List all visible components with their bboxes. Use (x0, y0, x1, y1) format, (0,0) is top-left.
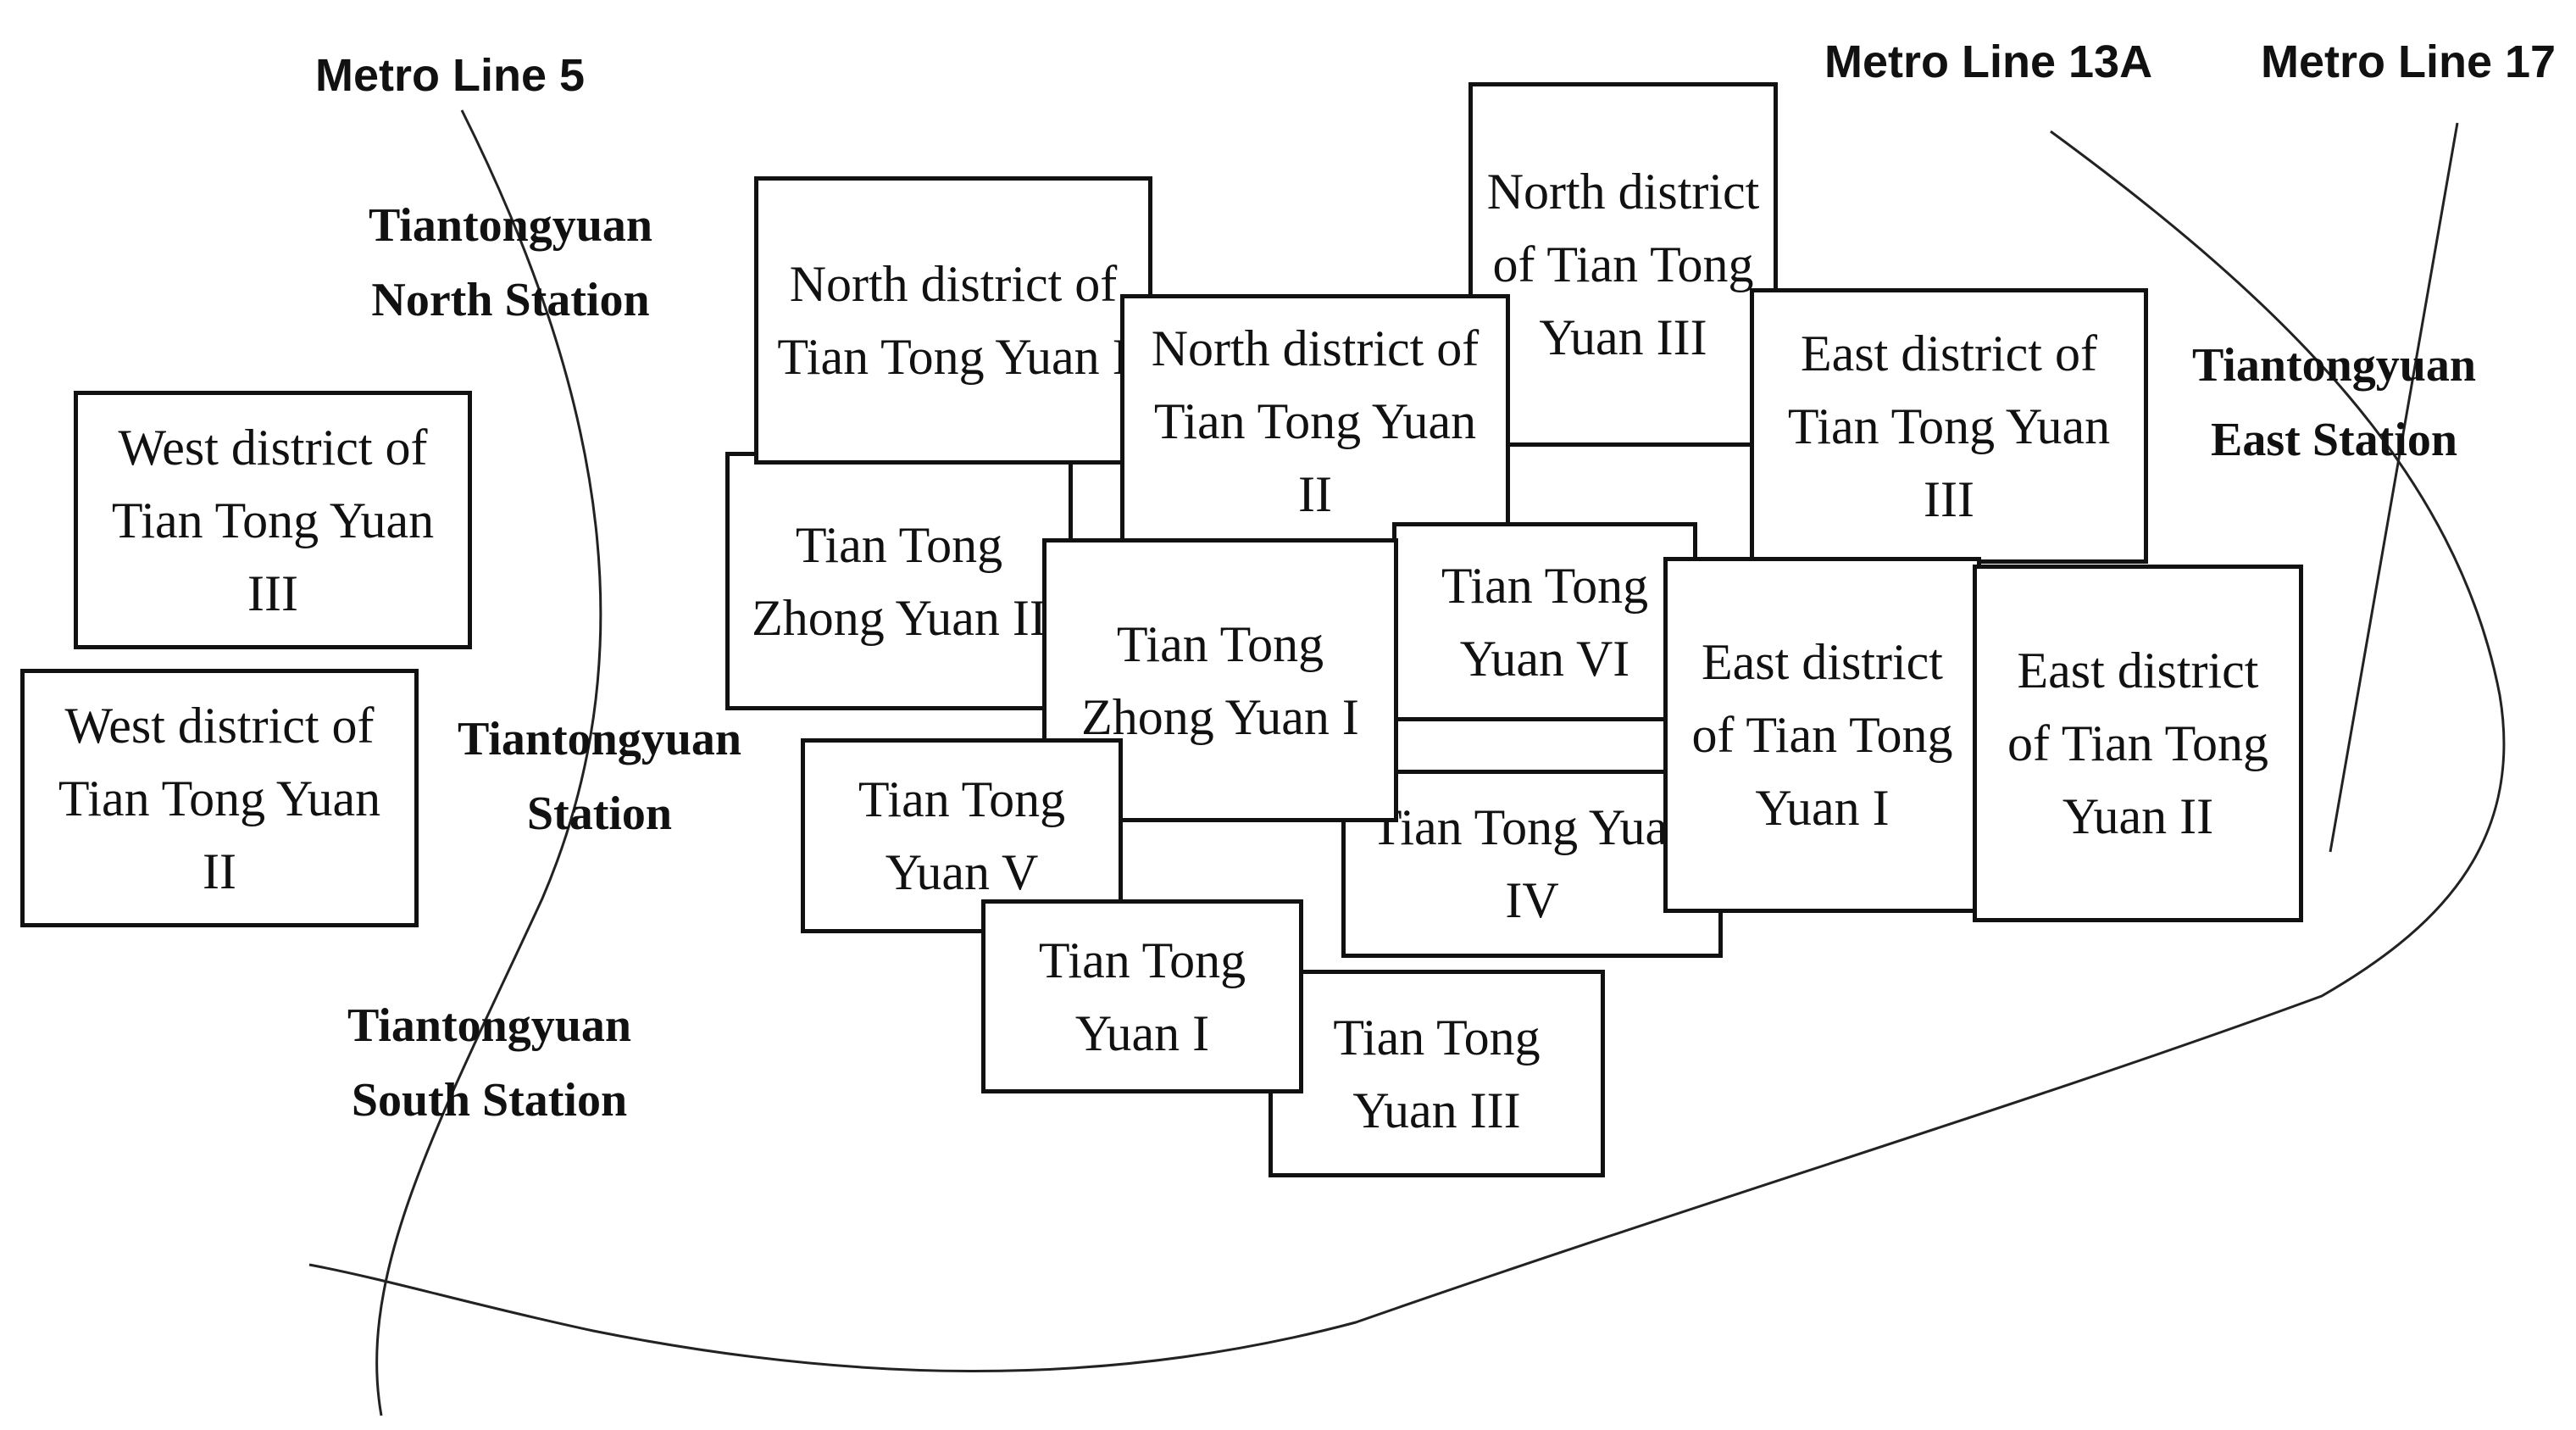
district-north-ii: North district of Tian Tong Yuan II (1120, 294, 1510, 548)
district-east-i: East district of Tian Tong Yuan I (1663, 557, 1981, 913)
district-east-iii: East district of Tian Tong Yuan III (1750, 288, 2148, 564)
district-yuan-iii: Tian Tong Yuan III (1269, 970, 1605, 1177)
station-north: Tiantongyuan North Station (368, 199, 653, 326)
district-yuan-vi: Tian Tong Yuan VI (1392, 522, 1697, 721)
metro-line-13a-label: Metro Line 13A (1824, 36, 2153, 87)
station-central: Tiantongyuan Station (457, 713, 742, 840)
metro-line-5-path (375, 109, 602, 1416)
district-north-iii: North district of Tian Tong Yuan III (1468, 82, 1778, 447)
station-east: Tiantongyuan East Station (2191, 339, 2477, 466)
station-south: Tiantongyuan South Station (347, 999, 632, 1127)
metro-line-17-path (2329, 122, 2459, 853)
district-north-i: North district of Tian Tong Yuan I (754, 176, 1152, 465)
district-zhong-i: Tian Tong Zhong Yuan I (1042, 538, 1398, 822)
metro-line-5-label: Metro Line 5 (315, 50, 586, 101)
district-zhong-ii: Tian Tong Zhong Yuan II (725, 452, 1073, 710)
metro-line-17-label: Metro Line 17 (2261, 36, 2557, 87)
district-east-ii: East district of Tian Tong Yuan II (1973, 565, 2303, 922)
metro-line-13a-path (308, 130, 2506, 1372)
district-yuan-iv: Tian Tong Yuan IV (1341, 770, 1723, 958)
district-west-ii: West district of Tian Tong Yuan II (20, 669, 419, 927)
district-yuan-i: Tian Tong Yuan I (981, 899, 1303, 1093)
district-west-iii: West district of Tian Tong Yuan III (74, 391, 472, 649)
